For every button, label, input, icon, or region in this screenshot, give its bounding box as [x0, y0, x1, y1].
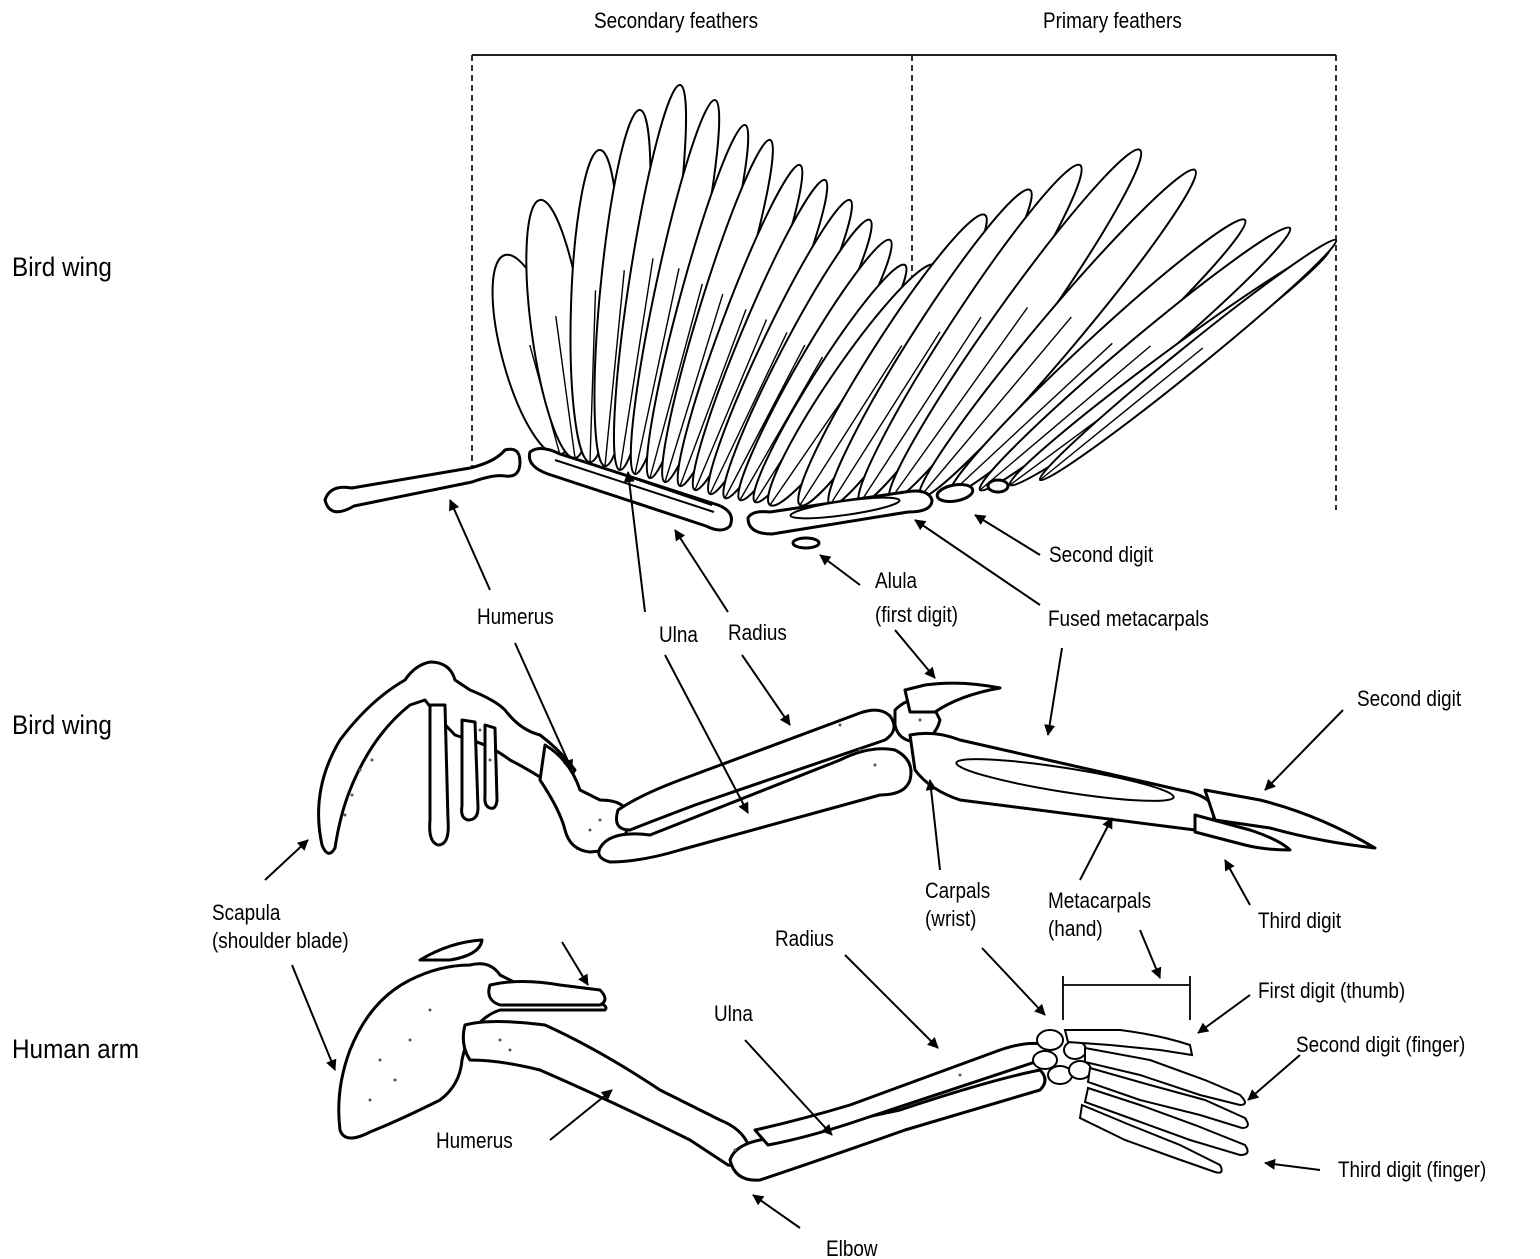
- label-bird-second-digit-skeleton: Second digit: [1357, 686, 1461, 712]
- label-human-ulna: Ulna: [714, 1001, 753, 1027]
- label-human-humerus: Humerus: [436, 1128, 513, 1154]
- leader-arrows: [265, 472, 1343, 1228]
- row-title-bird-wing-feathered: Bird wing: [12, 252, 112, 282]
- label-metacarpals-note: (hand): [1048, 916, 1103, 942]
- label-human-third-digit: Third digit (finger): [1338, 1157, 1486, 1183]
- bird-wing-skeleton: [319, 662, 1375, 862]
- label-elbow: Elbow: [826, 1236, 878, 1259]
- label-primary-feathers: Primary feathers: [1043, 8, 1182, 34]
- label-human-second-digit: Second digit (finger): [1296, 1032, 1465, 1058]
- label-scapula-note: (shoulder blade): [212, 928, 349, 954]
- label-secondary-feathers: Secondary feathers: [594, 8, 758, 34]
- label-bird-ulna: Ulna: [659, 622, 698, 648]
- label-alula-note: (first digit): [875, 602, 958, 628]
- row-title-human-arm: Human arm: [12, 1034, 139, 1064]
- label-bird-second-digit-top: Second digit: [1049, 542, 1153, 568]
- label-scapula: Scapula: [212, 900, 280, 926]
- label-bird-radius: Radius: [728, 620, 787, 646]
- label-bird-humerus: Humerus: [477, 604, 554, 630]
- label-metacarpals: Metacarpals: [1048, 888, 1151, 914]
- label-human-first-digit: First digit (thumb): [1258, 978, 1405, 1004]
- label-alula: Alula: [875, 568, 917, 594]
- label-bird-third-digit: Third digit: [1258, 908, 1341, 934]
- label-fused-metacarpals: Fused metacarpals: [1048, 606, 1209, 632]
- row-title-bird-wing-skeleton: Bird wing: [12, 710, 112, 740]
- label-carpals-note: (wrist): [925, 906, 976, 932]
- label-carpals: Carpals: [925, 878, 990, 904]
- label-human-radius: Radius: [775, 926, 834, 952]
